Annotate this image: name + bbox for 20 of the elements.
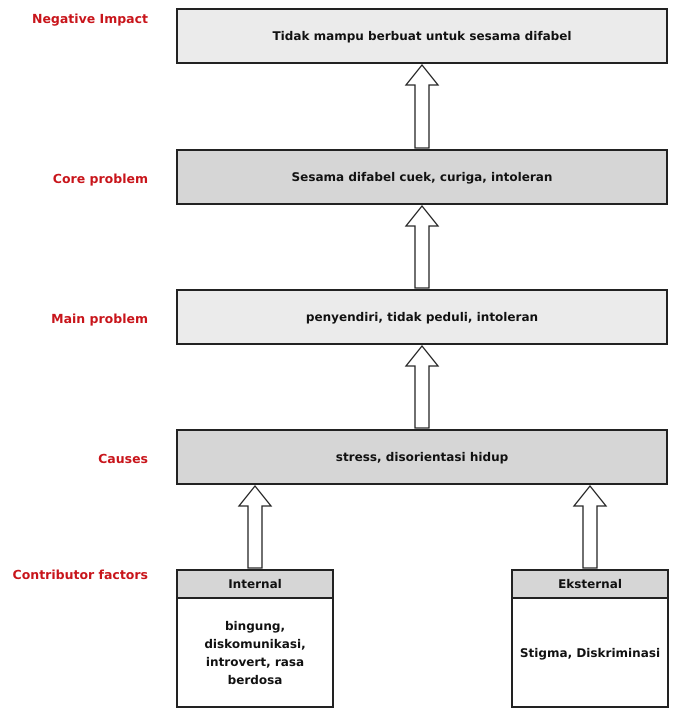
block-arrow [404, 204, 440, 289]
block-arrow [238, 484, 272, 569]
row-label: Negative Impact [30, 10, 148, 28]
block-arrow [404, 64, 440, 149]
factor-box [511, 569, 669, 708]
box-text: Stigma, Diskriminasi [518, 644, 662, 662]
process-box: penyendiri, tidak peduli, intoleran [176, 289, 668, 345]
box-text: bingung, diskomunikasi, introvert, rasa berdosa [203, 618, 307, 688]
box-header: Internal [178, 571, 332, 599]
row-label: Contributor factors [12, 566, 148, 584]
row-label: Main problem [50, 310, 148, 328]
row-label: Core problem [52, 170, 148, 188]
block-arrow [572, 484, 608, 569]
block-arrow [404, 344, 440, 429]
row-label: Causes [97, 450, 148, 468]
box-header: Eksternal [513, 571, 667, 599]
process-box: Tidak mampu berbuat untuk sesama difabel [176, 8, 668, 64]
factor-box [176, 569, 334, 708]
process-box: Sesama difabel cuek, curiga, intoleran [176, 149, 668, 205]
process-box: stress, disorientasi hidup [176, 429, 668, 485]
